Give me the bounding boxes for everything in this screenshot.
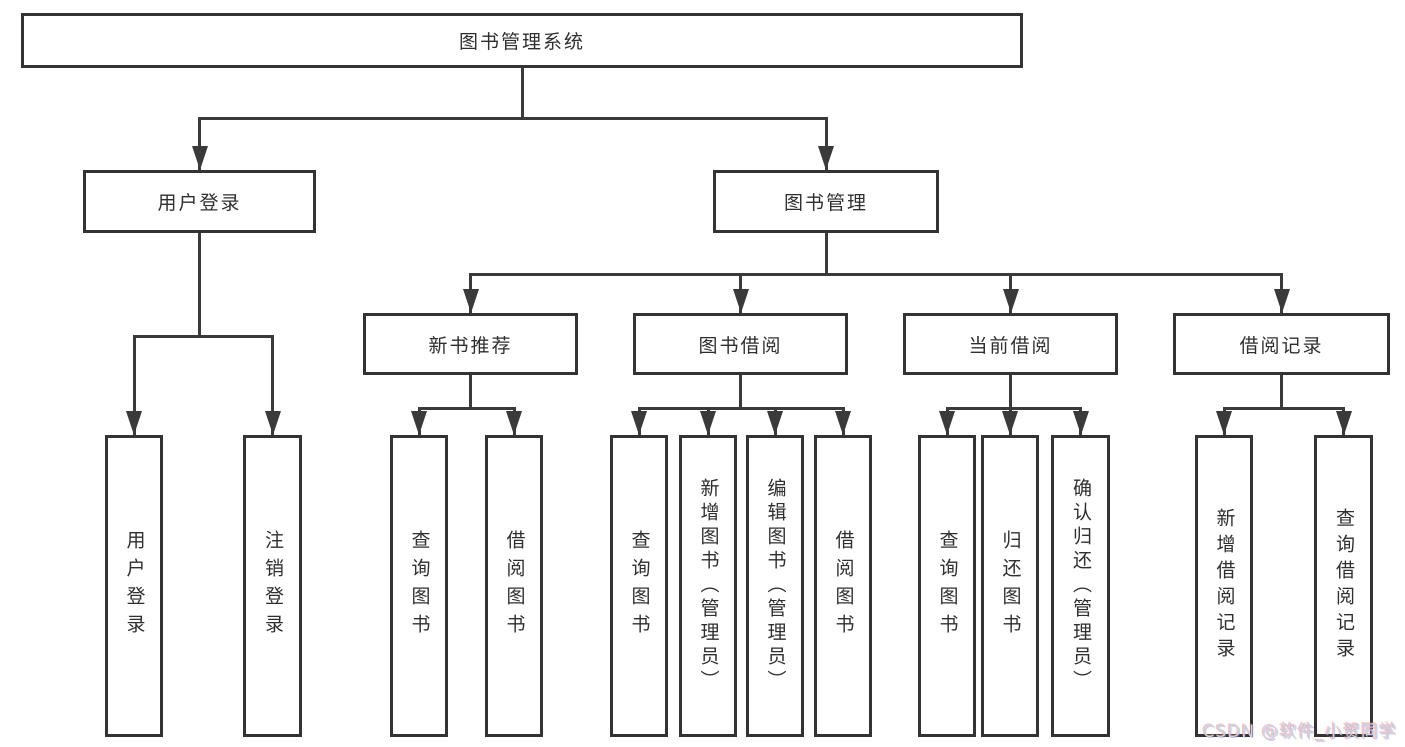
leaf-borrow-book-recommend-label: 借阅图书 <box>503 530 526 642</box>
connector-branch-line <box>469 273 1283 276</box>
connector-drop-line <box>824 117 828 170</box>
connector-branch-line <box>132 335 274 338</box>
arrowhead-down-icon <box>1072 411 1089 435</box>
leaf-user-login-label: 用户登录 <box>123 530 146 642</box>
leaf-return-book: 归还图书 <box>981 435 1039 737</box>
node-current-borrowing: 当前借阅 <box>903 313 1118 375</box>
connector-drop-line <box>132 335 136 435</box>
arrowhead-down-icon <box>1273 289 1290 313</box>
leaf-add-borrow-record-label: 新增借阅记录 <box>1213 508 1236 664</box>
node-user-login-group-label: 用户登录 <box>157 192 242 214</box>
node-current-borrowing-label: 当前借阅 <box>968 334 1053 357</box>
leaf-confirm-return-admin-label: 确认归还（管理员） <box>1070 478 1092 694</box>
arrowhead-down-icon <box>1335 411 1352 435</box>
arrowhead-down-icon <box>411 411 427 435</box>
leaf-query-books-borrowing: 查询图书 <box>610 435 668 737</box>
leaf-borrow-book-recommend: 借阅图书 <box>485 435 543 737</box>
leaf-query-books-recommend: 查询图书 <box>390 435 448 737</box>
connector-stub-line <box>520 68 524 117</box>
leaf-logout: 注销登录 <box>243 435 302 737</box>
arrowhead-down-icon <box>264 411 281 435</box>
leaf-user-login: 用户登录 <box>105 435 163 737</box>
leaf-query-books-recommend-label: 查询图书 <box>408 530 431 642</box>
arrowhead-down-icon <box>818 146 834 170</box>
leaf-query-books-current: 查询图书 <box>918 435 976 737</box>
leaf-query-books-current-label: 查询图书 <box>936 530 959 642</box>
node-book-management-group: 图书管理 <box>713 170 939 233</box>
arrowhead-down-icon <box>1216 411 1232 435</box>
root-node: 图书管理系统 <box>21 13 1023 68</box>
arrowhead-down-icon <box>1002 289 1019 313</box>
arrowhead-down-icon <box>835 411 851 435</box>
node-borrowing-records-label: 借阅记录 <box>1239 334 1324 357</box>
watermark: CSDN @软件_小贺同学 <box>1202 722 1397 742</box>
connector-stub-line <box>1280 375 1283 407</box>
node-borrowing-records: 借阅记录 <box>1173 313 1390 375</box>
arrowhead-down-icon <box>126 411 142 435</box>
leaf-add-book-admin: 新增图书（管理员） <box>679 435 737 737</box>
leaf-add-book-admin-label: 新增图书（管理员） <box>697 478 720 694</box>
arrowhead-down-icon <box>732 289 749 313</box>
arrowhead-down-icon <box>191 146 208 170</box>
arrowhead-down-icon <box>506 411 522 435</box>
leaf-query-borrow-record-label: 查询借阅记录 <box>1333 508 1355 664</box>
leaf-borrow-book-borrowing: 借阅图书 <box>814 435 872 737</box>
connector-stub-line <box>469 375 472 407</box>
connector-stub-line <box>198 233 201 335</box>
node-book-borrowing: 图书借阅 <box>633 313 848 375</box>
node-new-book-recommend-label: 新书推荐 <box>428 334 513 357</box>
leaf-add-borrow-record: 新增借阅记录 <box>1195 435 1253 737</box>
connector-branch-line <box>945 407 1082 410</box>
connector-branch-line <box>198 117 828 120</box>
leaf-edit-book-admin-label: 编辑图书（管理员） <box>764 478 787 694</box>
leaf-query-borrow-record: 查询借阅记录 <box>1314 435 1373 737</box>
connector-drop-line <box>271 335 274 435</box>
leaf-confirm-return-admin: 确认归还（管理员） <box>1051 435 1110 737</box>
arrowhead-down-icon <box>1002 411 1018 435</box>
node-user-login-group: 用户登录 <box>83 170 316 233</box>
leaf-edit-book-admin: 编辑图书（管理员） <box>746 435 804 737</box>
connector-branch-line <box>637 407 845 410</box>
node-book-borrowing-label: 图书借阅 <box>698 334 783 357</box>
arrowhead-down-icon <box>767 411 783 435</box>
node-new-book-recommend: 新书推荐 <box>363 313 578 375</box>
connector-drop-line <box>198 117 201 170</box>
connector-stub-line <box>739 375 742 407</box>
arrowhead-down-icon <box>462 289 479 313</box>
leaf-logout-label: 注销登录 <box>262 530 284 642</box>
leaf-return-book-label: 归还图书 <box>999 530 1022 642</box>
connector-branch-line <box>417 407 516 410</box>
connector-stub-line <box>824 233 828 273</box>
connector-branch-line <box>1222 407 1345 410</box>
leaf-borrow-book-borrowing-label: 借阅图书 <box>832 530 855 642</box>
leaf-query-books-borrowing-label: 查询图书 <box>628 530 651 642</box>
root-node-label: 图书管理系统 <box>458 31 585 53</box>
arrowhead-down-icon <box>700 411 716 435</box>
connector-stub-line <box>1009 375 1012 407</box>
arrowhead-down-icon <box>939 411 955 435</box>
node-book-management-group-label: 图书管理 <box>783 192 868 214</box>
arrowhead-down-icon <box>631 411 647 435</box>
